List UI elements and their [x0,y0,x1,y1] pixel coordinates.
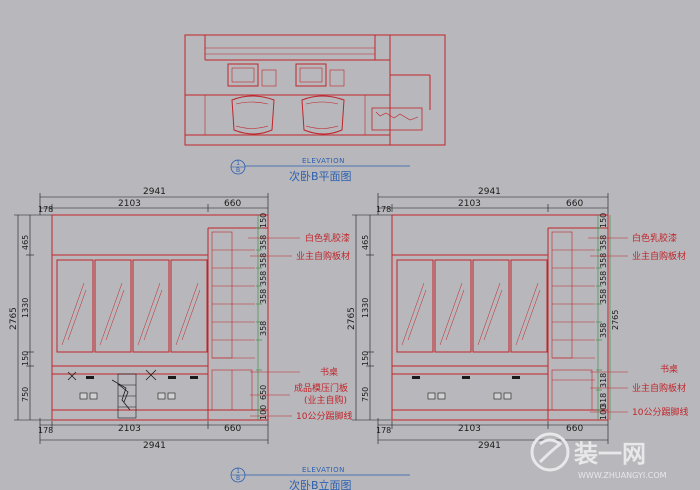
watermark-brand: 装一网 [574,440,646,468]
plan-caption: 1 B ELEVATION 次卧B平面图 [230,157,410,183]
left-dim-right-1: 150 [259,213,268,228]
watermark: 装一网 WWW.ZHUANGYI.COM [530,432,667,480]
right-dim-bottom-mid: 2103 [458,424,481,434]
right-dim-right-7: 318 [599,373,608,388]
left-dim-right-7: 650 [259,385,268,400]
left-dim-inner-2: 1330 [21,298,30,318]
right-label-desk: 书桌 [660,363,678,375]
right-dim-bottom-left: 178 [376,426,391,435]
left-dim-right-4: 358 [259,271,268,286]
elev-mark-bottom: B [236,475,240,482]
right-dim-inner-3: 150 [361,351,370,366]
elev-title: 次卧B立面图 [289,478,352,490]
plan-elevation-label: ELEVATION [302,157,345,165]
right-dim-inner-1: 465 [361,235,370,250]
right-dim-right-1: 150 [599,213,608,228]
right-dim-outer: 2765 [347,307,357,330]
right-dim-inner-2: 1330 [361,298,370,318]
right-dim-right-4: 358 [599,271,608,286]
right-dim-right-2: 358 [599,235,608,250]
right-label-skirting: 10公分踢脚线 [632,406,688,418]
left-dim-top-mid: 2103 [118,199,141,209]
left-label-skirting: 10公分踢脚线 [296,410,352,422]
plan-mark-bottom: B [236,167,240,174]
left-dim-right-8: 100 [259,405,268,420]
right-dim-inner-4: 750 [361,387,370,402]
right-label-paint: 白色乳胶漆 [632,232,677,244]
left-dim-top-left: 178 [38,205,53,214]
right-dim-right-9: 100 [599,405,608,420]
left-dim-bottom-left: 178 [38,426,53,435]
plan-view [184,34,446,146]
left-dim-inner-3: 150 [21,351,30,366]
right-dim-top-right: 660 [566,199,583,209]
left-dim-bottom-total: 2941 [143,441,166,451]
right-dim-bottom-right: 660 [566,424,583,434]
watermark-url: WWW.ZHUANGYI.COM [578,471,667,480]
left-label-board: 业主自购板材 [296,250,350,262]
right-dim-right-8: 318 [599,393,608,408]
plan-title: 次卧B平面图 [289,169,352,183]
left-label-paint: 白色乳胶漆 [305,232,350,244]
right-dim-top-total: 2941 [478,187,501,197]
left-dim-inner-1: 465 [21,235,30,250]
left-label-owner-buy: (业主自购) [304,394,347,406]
left-label-desk: 书桌 [320,366,338,378]
left-dim-right-3: 358 [259,253,268,268]
left-dim-top-right: 660 [224,199,241,209]
left-dim-inner-4: 750 [21,387,30,402]
left-dim-outer: 2765 [9,307,19,330]
elev-elevation-label: ELEVATION [302,466,345,474]
right-dim-right-6: 358 [599,323,608,338]
left-dim-bottom-right: 660 [224,424,241,434]
right-dim-top-left: 178 [376,205,391,214]
right-label-board-2: 业主自购板材 [632,382,686,394]
right-label-board: 业主自购板材 [632,250,686,262]
right-dim-bottom-total: 2941 [478,441,501,451]
left-dim-right-6: 358 [259,321,268,336]
left-label-door-panel: 成品模压门板 [294,382,348,394]
watermark-logo-icon [530,432,570,472]
plan-mark-top: 1 [236,160,240,167]
right-dim-right-5: 358 [599,289,608,304]
elevation-left: 2941 178 2103 660 178 2103 660 2941 2765… [9,187,352,451]
left-dim-right-5: 358 [259,289,268,304]
right-dim-right-3: 358 [599,253,608,268]
left-dim-top-total: 2941 [143,187,166,197]
elevation-right: 2941 178 2103 660 178 2103 660 2941 2765… [347,187,688,451]
elevation-caption: 1 B ELEVATION 次卧B立面图 [230,466,410,490]
right-dim-right-outer: 2765 [611,310,620,330]
elev-mark-top: 1 [236,468,240,475]
right-dim-top-mid: 2103 [458,199,481,209]
left-dim-bottom-mid: 2103 [118,424,141,434]
left-dim-right-2: 358 [259,235,268,250]
